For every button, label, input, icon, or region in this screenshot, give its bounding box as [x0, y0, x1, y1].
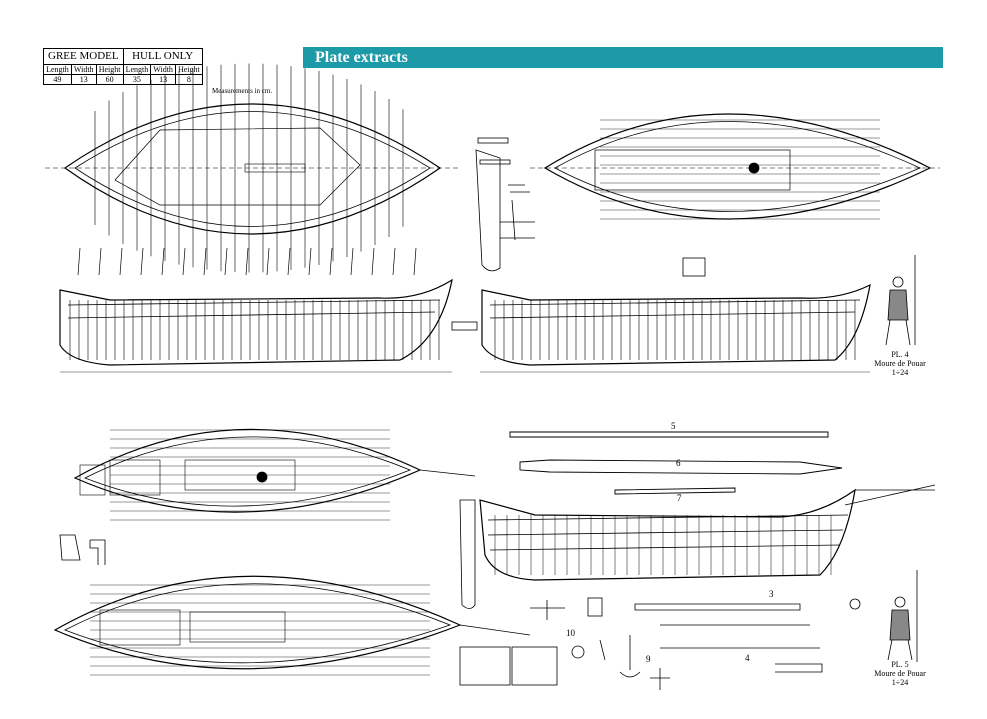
measurement-note: Measurements in cm.: [212, 87, 273, 95]
part-number-9: 9: [646, 654, 651, 664]
deck-plan-upper-right: [530, 113, 940, 277]
profile-lower-right: [459, 484, 936, 609]
plate-caption-pl4: PL. 4 Moure de Pouar 1÷24: [868, 350, 932, 377]
part-number-3: 3: [769, 589, 774, 599]
plate-number: PL. 5: [891, 660, 909, 669]
plate-number: PL. 4: [891, 350, 909, 359]
plate-scale: 1÷24: [891, 368, 909, 377]
deck-plan-lower-left-1: [73, 428, 476, 521]
plate-scale: 1÷24: [891, 678, 909, 687]
part-number-5: 5: [671, 421, 676, 431]
part-number-4: 4: [745, 653, 750, 663]
part-number-6: 6: [676, 458, 681, 468]
value-length: 49: [43, 74, 72, 85]
part-number-10: 10: [566, 628, 575, 638]
plate-caption-pl5: PL. 5 Moure de Pouar 1÷24: [868, 660, 932, 687]
figure-sailor-pl5: [887, 570, 918, 662]
plate-name: Moure de Pouar: [874, 359, 926, 368]
fittings: [459, 597, 861, 690]
banner-title: Plate extracts: [303, 47, 943, 68]
deck-plan-upper-left: [45, 63, 460, 273]
strake-templates: [77, 247, 417, 276]
figure-sailor-pl4: [885, 255, 916, 346]
deck-plan-lower-left-2: [53, 575, 531, 676]
plate-name: Moure de Pouar: [874, 669, 926, 678]
profile-upper-left: [59, 278, 453, 373]
value-height: 8: [174, 74, 203, 85]
value-length: 35: [122, 74, 152, 85]
value-height: 60: [95, 74, 124, 85]
oars: [509, 431, 843, 495]
part-number-7: 7: [677, 493, 682, 503]
small-parts-lower-left: [59, 534, 106, 565]
rudder-parts: [451, 137, 535, 331]
spec-table: GREE MODEL HULL ONLY Length Width Height…: [43, 48, 203, 85]
profile-upper-right: [480, 283, 871, 373]
